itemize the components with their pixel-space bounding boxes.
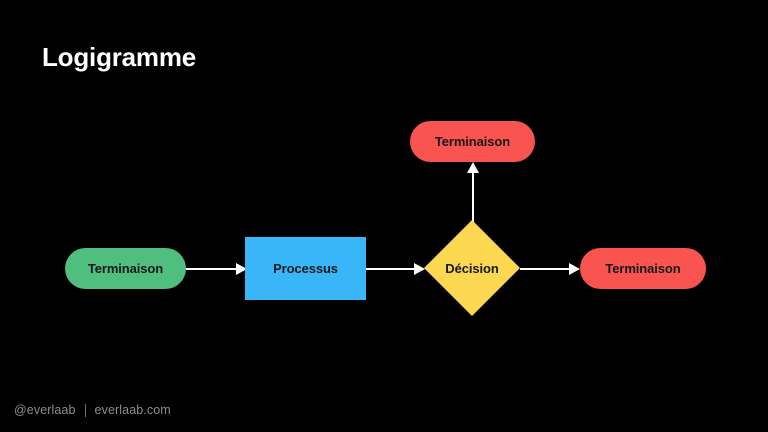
flow-node-decision[interactable]: Décision xyxy=(424,220,520,316)
flow-node-start[interactable]: Terminaison xyxy=(65,248,186,289)
connector-decision-to-end-right xyxy=(520,263,580,275)
footer-website: everlaab.com xyxy=(94,403,171,417)
flow-node-process-label: Processus xyxy=(273,261,338,276)
diamond-shape xyxy=(424,220,520,316)
footer: @everlaab everlaab.com xyxy=(14,403,171,417)
page-title: Logigramme xyxy=(42,42,197,72)
flow-node-end-right-label: Terminaison xyxy=(605,261,681,276)
flow-node-decision-label: Décision xyxy=(445,260,499,276)
flow-node-start-label: Terminaison xyxy=(87,261,164,276)
connector-decision-to-end-top xyxy=(467,162,479,223)
connector-process-to-decision xyxy=(366,263,425,275)
connector-start-to-process xyxy=(186,263,247,275)
footer-handle: @everlaab xyxy=(14,403,76,417)
flow-node-end-right[interactable]: Terminaison xyxy=(580,248,706,289)
flow-node-end-top-label: Terminaison xyxy=(434,134,511,149)
flow-node-process[interactable]: Processus xyxy=(245,237,366,300)
flow-node-end-top[interactable]: Terminaison xyxy=(410,121,535,162)
footer-separator xyxy=(84,403,86,417)
